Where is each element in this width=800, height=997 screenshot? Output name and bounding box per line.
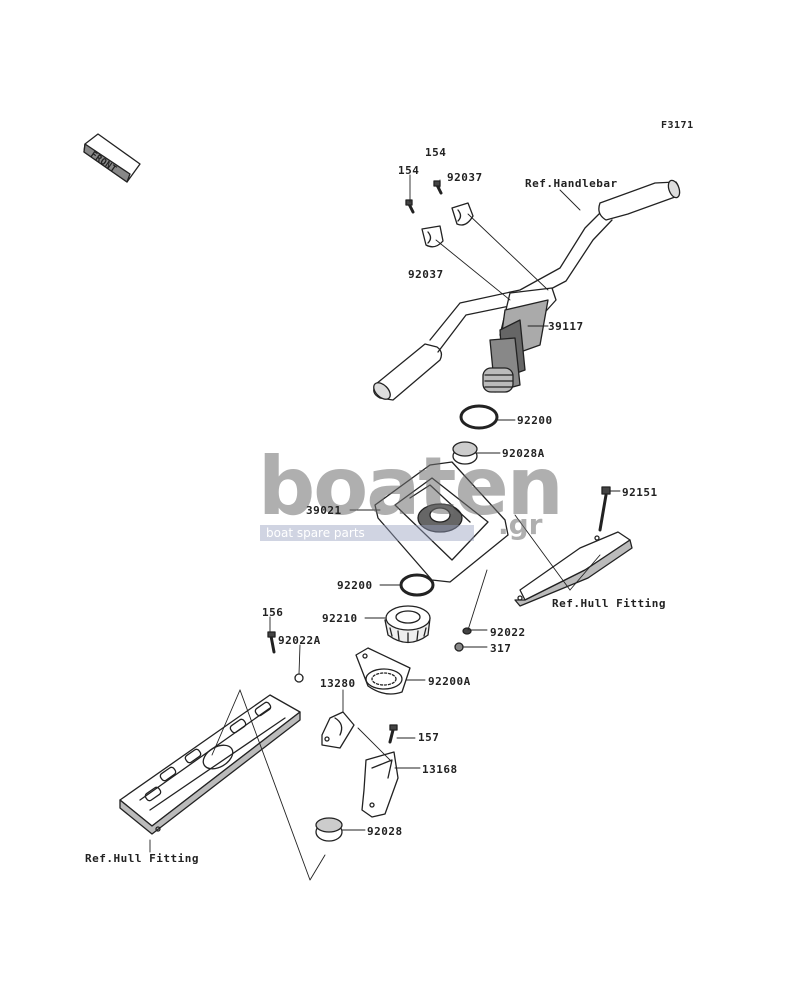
ring-92200-lower — [399, 573, 435, 597]
base-plate-39021 — [374, 461, 509, 583]
bracket-13280 — [321, 711, 355, 749]
front-arrow-icon — [83, 133, 141, 183]
part-label-92028A: 92028A — [502, 447, 545, 460]
clamp-92037-upper — [451, 202, 474, 226]
part-label-ref-hull-fitting-left: Ref.Hull Fitting — [85, 852, 199, 865]
bolt-92151 — [598, 486, 611, 532]
part-label-39021: 39021 — [306, 504, 342, 517]
part-label-92022A: 92022A — [278, 634, 321, 647]
watermark-logo-text: boaten — [258, 440, 564, 533]
hull-fitting-right — [514, 531, 633, 607]
part-label-92200-upper: 92200 — [517, 414, 553, 427]
lever-13168 — [361, 751, 399, 818]
plate-92200A — [355, 647, 411, 695]
ring-92200-upper — [459, 404, 499, 430]
part-label-92037-lower: 92037 — [408, 268, 444, 281]
part-label-13280: 13280 — [320, 677, 356, 690]
bolt-157 — [388, 724, 398, 744]
part-label-156: 156 — [262, 606, 284, 619]
leader-lines — [149, 174, 621, 881]
part-label-92200-lower: 92200 — [337, 579, 373, 592]
bolt-154-lower — [405, 199, 415, 214]
part-label-13168: 13168 — [422, 763, 458, 776]
watermark-tagline: boat spare parts — [260, 525, 474, 541]
part-label-157: 157 — [418, 731, 440, 744]
part-label-ref-hull-fitting-right: Ref.Hull Fitting — [552, 597, 666, 610]
watermark-domain: .gr — [498, 508, 543, 541]
bushing-92028A — [452, 441, 478, 465]
bolt-156 — [267, 631, 276, 654]
part-label-92200A: 92200A — [428, 675, 471, 688]
part-label-92022: 92022 — [490, 626, 526, 639]
nut-92022 — [462, 627, 472, 635]
nut-317 — [454, 642, 464, 652]
part-label-154-upper: 154 — [425, 146, 447, 159]
part-label-92151: 92151 — [622, 486, 658, 499]
part-label-92028: 92028 — [367, 825, 403, 838]
steering-column — [482, 287, 557, 393]
bearing-92210 — [384, 605, 431, 644]
part-label-ref-handlebar: Ref.Handlebar — [525, 177, 618, 190]
part-label-92210: 92210 — [322, 612, 358, 625]
part-label-154-lower: 154 — [398, 164, 420, 177]
bushing-92028 — [315, 817, 343, 842]
part-label-317: 317 — [490, 642, 512, 655]
washer-92022A — [294, 673, 304, 683]
figure-code: F3171 — [661, 120, 694, 131]
part-label-39117: 39117 — [548, 320, 584, 333]
part-label-92037-upper: 92037 — [447, 171, 483, 184]
hull-fitting-left — [119, 694, 301, 835]
